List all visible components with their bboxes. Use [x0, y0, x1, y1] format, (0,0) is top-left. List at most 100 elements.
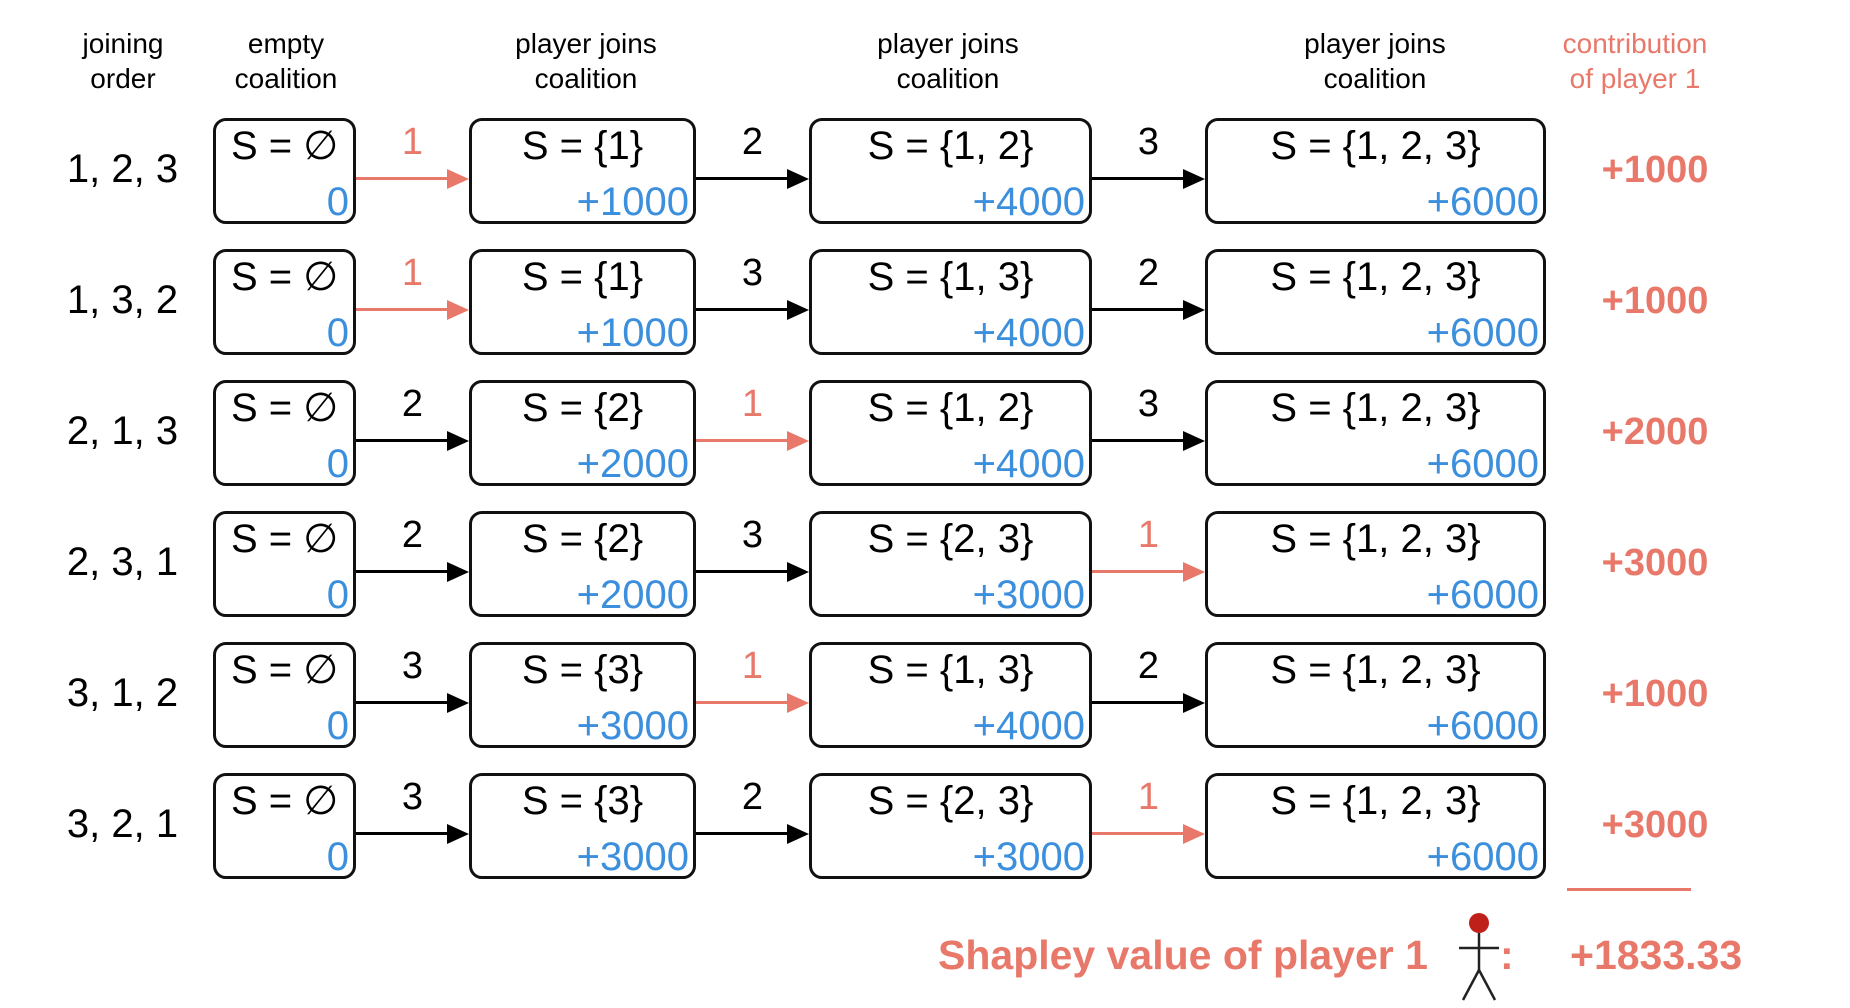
coalition-set: S = {1, 2, 3}: [1270, 124, 1481, 168]
join-arrow-line: [696, 570, 789, 573]
column-header-line: coalition: [1323, 63, 1427, 94]
arrow-head-icon: [1183, 169, 1205, 189]
arrow-head-icon: [1183, 824, 1205, 844]
join-arrow-label: 2: [401, 383, 424, 425]
join-arrow: 3: [1092, 383, 1205, 456]
column-header-line: coalition: [534, 63, 638, 94]
column-header-line: of player 1: [1569, 63, 1701, 94]
join-arrow-label: 1: [1137, 514, 1160, 556]
coalition-set: S = {3}: [521, 648, 644, 692]
coalition-set: S = {2, 3}: [867, 517, 1034, 561]
coalition-set: S = {1}: [521, 255, 644, 299]
arrow-head-icon: [447, 562, 469, 582]
arrow-head-icon: [787, 300, 809, 320]
coalition-set: S = ∅: [230, 386, 339, 430]
join-arrow-line: [1092, 832, 1185, 835]
coalition-set: S = {1, 2, 3}: [1270, 517, 1481, 561]
coalition-box: S = {2}+2000: [469, 511, 696, 617]
coalition-box: S = {1, 3} +4000: [809, 642, 1092, 748]
join-arrow: 3: [356, 776, 469, 849]
coalition-set: S = ∅: [230, 124, 339, 168]
join-arrow-label: 2: [401, 514, 424, 556]
coalition-box: S = {1, 2, 3}+6000: [1205, 380, 1546, 486]
coalition-set: S = {1, 2}: [867, 386, 1034, 430]
coalition-value: 0: [326, 311, 349, 355]
join-arrow-label: 2: [741, 776, 764, 818]
join-arrow: 1: [696, 383, 809, 456]
join-arrow-line: [356, 308, 449, 311]
column-header-line: coalition: [234, 63, 338, 94]
coalition-set: S = {1, 2, 3}: [1270, 648, 1481, 692]
stick-figure-icon: [1459, 913, 1499, 1001]
join-arrow-line: [356, 439, 449, 442]
coalition-set: S = {2, 3}: [867, 779, 1034, 823]
coalition-box: S = {3}+3000: [469, 773, 696, 879]
join-arrow: 3: [1092, 121, 1205, 194]
arrow-head-icon: [787, 562, 809, 582]
arrow-head-icon: [1183, 431, 1205, 451]
arrow-head-icon: [447, 431, 469, 451]
joining-order: 1, 2, 3: [66, 147, 179, 191]
coalition-value: +4000: [972, 704, 1085, 748]
shapley-value: +1833.33: [1570, 932, 1743, 978]
player1-contribution: +3000: [1601, 804, 1709, 846]
coalition-set: S = {1, 2, 3}: [1270, 255, 1481, 299]
player1-contribution: +2000: [1601, 411, 1709, 453]
join-arrow-label: 2: [1137, 252, 1160, 294]
join-arrow-label: 3: [401, 776, 424, 818]
arrow-head-icon: [447, 824, 469, 844]
join-arrow: 2: [1092, 645, 1205, 718]
coalition-box: S = {3}+3000: [469, 642, 696, 748]
coalition-box: S = {2, 3} +3000: [809, 511, 1092, 617]
join-arrow-label: 3: [401, 645, 424, 687]
arrow-head-icon: [787, 824, 809, 844]
join-arrow: 2: [356, 383, 469, 456]
coalition-value: +6000: [1426, 835, 1539, 879]
coalition-box: S = {1}+1000: [469, 249, 696, 355]
column-header-line: order: [90, 63, 156, 94]
joining-order: 3, 2, 1: [66, 802, 179, 846]
join-arrow-line: [696, 439, 789, 442]
joining-order: 1, 3, 2: [66, 278, 179, 322]
coalition-box: S = {1, 2}+4000: [809, 118, 1092, 224]
arrow-head-icon: [447, 169, 469, 189]
join-arrow-line: [1092, 308, 1185, 311]
coalition-value: 0: [326, 573, 349, 617]
coalition-value: +6000: [1426, 180, 1539, 224]
shapley-colon: :: [1500, 932, 1514, 978]
arrow-head-icon: [447, 693, 469, 713]
join-arrow: 2: [696, 121, 809, 194]
player1-contribution: +1000: [1601, 280, 1709, 322]
join-arrow: 2: [696, 776, 809, 849]
player1-contribution: +1000: [1601, 673, 1709, 715]
column-header-line: player joins: [515, 28, 657, 59]
coalition-value: 0: [326, 180, 349, 224]
coalition-set: S = {1, 3}: [867, 648, 1034, 692]
player1-contribution: +3000: [1601, 542, 1709, 584]
coalition-box: S = {1}+1000: [469, 118, 696, 224]
join-arrow-label: 1: [741, 645, 764, 687]
join-arrow-line: [1092, 439, 1185, 442]
coalition-set: S = {1, 2, 3}: [1270, 386, 1481, 430]
join-arrow-label: 3: [741, 252, 764, 294]
join-arrow-line: [1092, 701, 1185, 704]
sum-divider: [1567, 888, 1691, 891]
coalition-value: +4000: [972, 180, 1085, 224]
coalition-value: +1000: [576, 180, 689, 224]
coalition-box: S = {1, 2, 3} +6000: [1205, 642, 1546, 748]
coalition-value: +3000: [576, 835, 689, 879]
join-arrow: 3: [696, 252, 809, 325]
coalition-value: +6000: [1426, 704, 1539, 748]
coalition-box: S = {1, 2, 3}+6000: [1205, 249, 1546, 355]
join-arrow: 3: [696, 514, 809, 587]
coalition-set: S = ∅: [230, 648, 339, 692]
coalition-value: +3000: [972, 573, 1085, 617]
join-arrow-label: 2: [1137, 645, 1160, 687]
player1-contribution: +1000: [1601, 149, 1709, 191]
column-header: player joins coalition: [515, 26, 657, 96]
